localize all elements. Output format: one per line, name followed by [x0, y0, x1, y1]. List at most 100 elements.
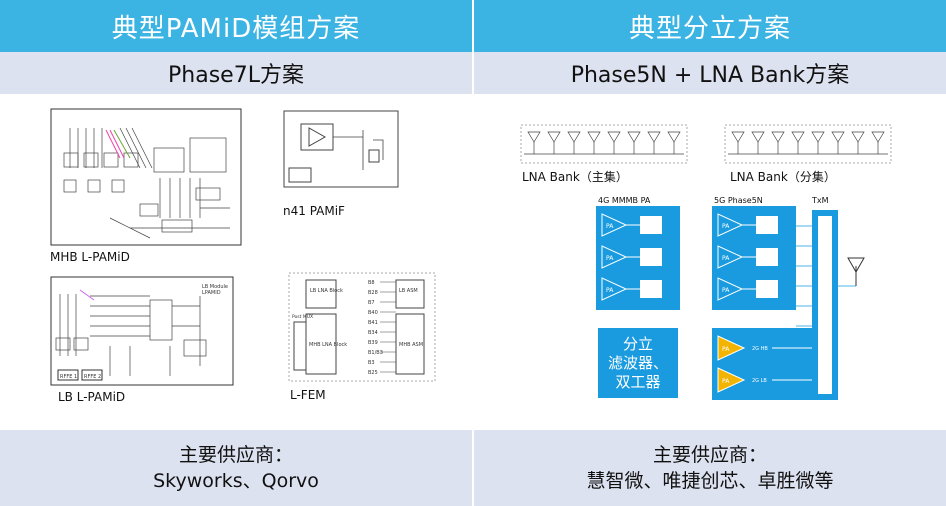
txm-switch-block	[796, 210, 865, 400]
rffe1-label: RFFE 1	[60, 374, 77, 380]
pamid-header: 典型PAMiD模组方案	[0, 0, 472, 52]
pa-label: PA	[606, 223, 614, 230]
pa-amplifier-icon	[717, 213, 744, 237]
lna-amplifier-icon	[731, 131, 745, 143]
pa-filter-box	[756, 280, 778, 298]
pamid-column: 典型PAMiD模组方案 Phase7L方案	[0, 0, 472, 506]
lfem-caption: L-FEM	[290, 388, 326, 402]
pa-label: PA	[722, 255, 730, 262]
mmmb-pa-block: PA 4G HB PA 4G MB PA 4G LB	[596, 206, 680, 310]
lfem-port-label: B41	[368, 320, 378, 326]
discrete-header: 典型分立方案	[474, 0, 946, 52]
pa-filter-box	[756, 248, 778, 266]
lfem-lb-lna-label: LB LNA Block	[310, 288, 343, 294]
pa-label: PA	[606, 287, 614, 294]
lna-amplifier-icon	[871, 131, 885, 143]
discrete-suppliers: 主要供应商： 慧智微、唯捷创芯、卓胜微等	[474, 430, 946, 506]
pamid-suppliers: 主要供应商： Skyworks、Qorvo	[0, 430, 472, 506]
lfem-mhb-lna-label: MHB LNA Block	[309, 342, 347, 348]
pa-amplifier-icon	[717, 277, 744, 301]
n41-pamif-caption: n41 PAMiF	[283, 204, 345, 218]
n41-pamif-diagram	[283, 110, 399, 188]
lna-amplifier-icon	[527, 131, 541, 143]
mhb-lpamid-caption: MHB L-PAMiD	[50, 250, 130, 264]
phase5n-pa-block: PA 5G HB PA 5G MB PA 5G LB	[712, 206, 796, 310]
filter-block: 分立 滤波器、 双工器	[598, 328, 678, 398]
lfem-port-label: B39	[368, 340, 378, 346]
txm-band-label: 2G LB	[752, 378, 767, 384]
pa-band-label: 5G LB	[758, 282, 770, 287]
pa-label: PA	[606, 255, 614, 262]
pamid-suppliers-label: 主要供应商：	[178, 444, 293, 466]
lfem-mhb-asm-label: MHB ASM	[399, 342, 423, 348]
lna-amplifier-icon	[607, 131, 621, 143]
lfem-port-label: B7	[368, 300, 375, 306]
pa-filter-box	[640, 216, 662, 234]
lna-amplifier-icon	[567, 131, 581, 143]
lna-bank-main-diagram	[520, 124, 688, 164]
lna-amplifier-icon	[791, 131, 805, 143]
txm-amplifier-icon	[717, 335, 746, 361]
txm-pa-label: PA	[722, 346, 730, 353]
pa-amplifier-icon	[717, 245, 744, 269]
lna-amplifier-icon	[771, 131, 785, 143]
filter-line-2: 滤波器、	[607, 353, 668, 372]
rffe2-label: RFFE 2	[84, 374, 101, 380]
discrete-suppliers-label: 主要供应商：	[652, 444, 767, 466]
filter-line-3: 双工器	[615, 372, 661, 391]
lna-amplifier-icon	[667, 131, 681, 143]
lfem-port-label: B25	[368, 370, 378, 376]
discrete-diagrams: LNA Bank（主集） LNA Bank（分集） 4G MMMB PA PA 4…	[474, 94, 946, 430]
lfem-port-label: B8	[368, 280, 375, 286]
pa-amplifier-icon	[601, 245, 628, 269]
mmmb-title: 4G MMMB PA	[598, 196, 651, 205]
lfem-port-label: B3	[368, 360, 375, 366]
pa-label: PA	[722, 287, 730, 294]
discrete-subheader: Phase5N + LNA Bank方案	[474, 52, 946, 94]
pa-filter-box	[756, 216, 778, 234]
phase5n-title: 5G Phase5N	[714, 196, 763, 205]
lna-bank-div-caption: LNA Bank（分集）	[730, 170, 836, 184]
pa-filter-box	[640, 248, 662, 266]
discrete-column: 典型分立方案 Phase5N + LNA Bank方案 LNA Bank（主集）…	[474, 0, 946, 506]
lna-bank-main-caption: LNA Bank（主集）	[522, 170, 628, 184]
lfem-diagram: LB LNA Block LB ASM MHB LNA Block MHB AS…	[288, 272, 436, 382]
mhb-lpamid-diagram	[50, 108, 242, 246]
pa-filter-box	[640, 280, 662, 298]
lna-amplifier-icon	[547, 131, 561, 143]
lna-amplifier-icon	[587, 131, 601, 143]
lfem-lb-asm-label: LB ASM	[399, 288, 418, 294]
pamid-suppliers-list: Skyworks、Qorvo	[153, 470, 319, 492]
lna-amplifier-icon	[811, 131, 825, 143]
pa-band-label: 4G MB	[642, 250, 655, 255]
lb-lpamid-caption: LB L-PAMiD	[58, 390, 126, 404]
lb-module-sub: LPAMID	[202, 290, 221, 296]
txm-pa-label: PA	[722, 378, 730, 385]
pa-label: PA	[722, 223, 730, 230]
lna-amplifier-icon	[751, 131, 765, 143]
pamid-subheader: Phase7L方案	[0, 52, 472, 94]
filter-line-1: 分立	[622, 334, 653, 353]
column-divider	[472, 0, 474, 506]
txm-band-label: 2G HB	[752, 346, 768, 352]
pa-band-label: 4G HB	[642, 218, 655, 223]
pamid-diagrams: MHB L-PAMiD n41 PAMiF	[0, 94, 472, 430]
pa-band-label: 5G MB	[758, 250, 771, 255]
pa-amplifier-icon	[601, 213, 628, 237]
lfem-port-label: B1/B3	[368, 350, 383, 356]
lb-lpamid-diagram: RFFE 1 RFFE 2 LB Module LPAMID	[50, 276, 234, 386]
lna-bank-div-diagram	[724, 124, 892, 164]
pa-band-label: 5G HB	[758, 218, 771, 223]
pa-amplifier-icon	[601, 277, 628, 301]
lna-amplifier-icon	[627, 131, 641, 143]
lfem-port-label: B40	[368, 310, 378, 316]
lna-amplifier-icon	[851, 131, 865, 143]
txm-title: TxM	[812, 196, 829, 205]
txm-amplifier-icon	[717, 367, 746, 393]
lfem-post-mux-label: Post MUX	[292, 314, 313, 320]
pa-band-label: 4G LB	[642, 282, 654, 287]
discrete-suppliers-list: 慧智微、唯捷创芯、卓胜微等	[586, 470, 834, 492]
lfem-port-label: B34	[368, 330, 378, 336]
2g-pa-block: PA 2G HB PA 2G LB	[712, 328, 812, 400]
